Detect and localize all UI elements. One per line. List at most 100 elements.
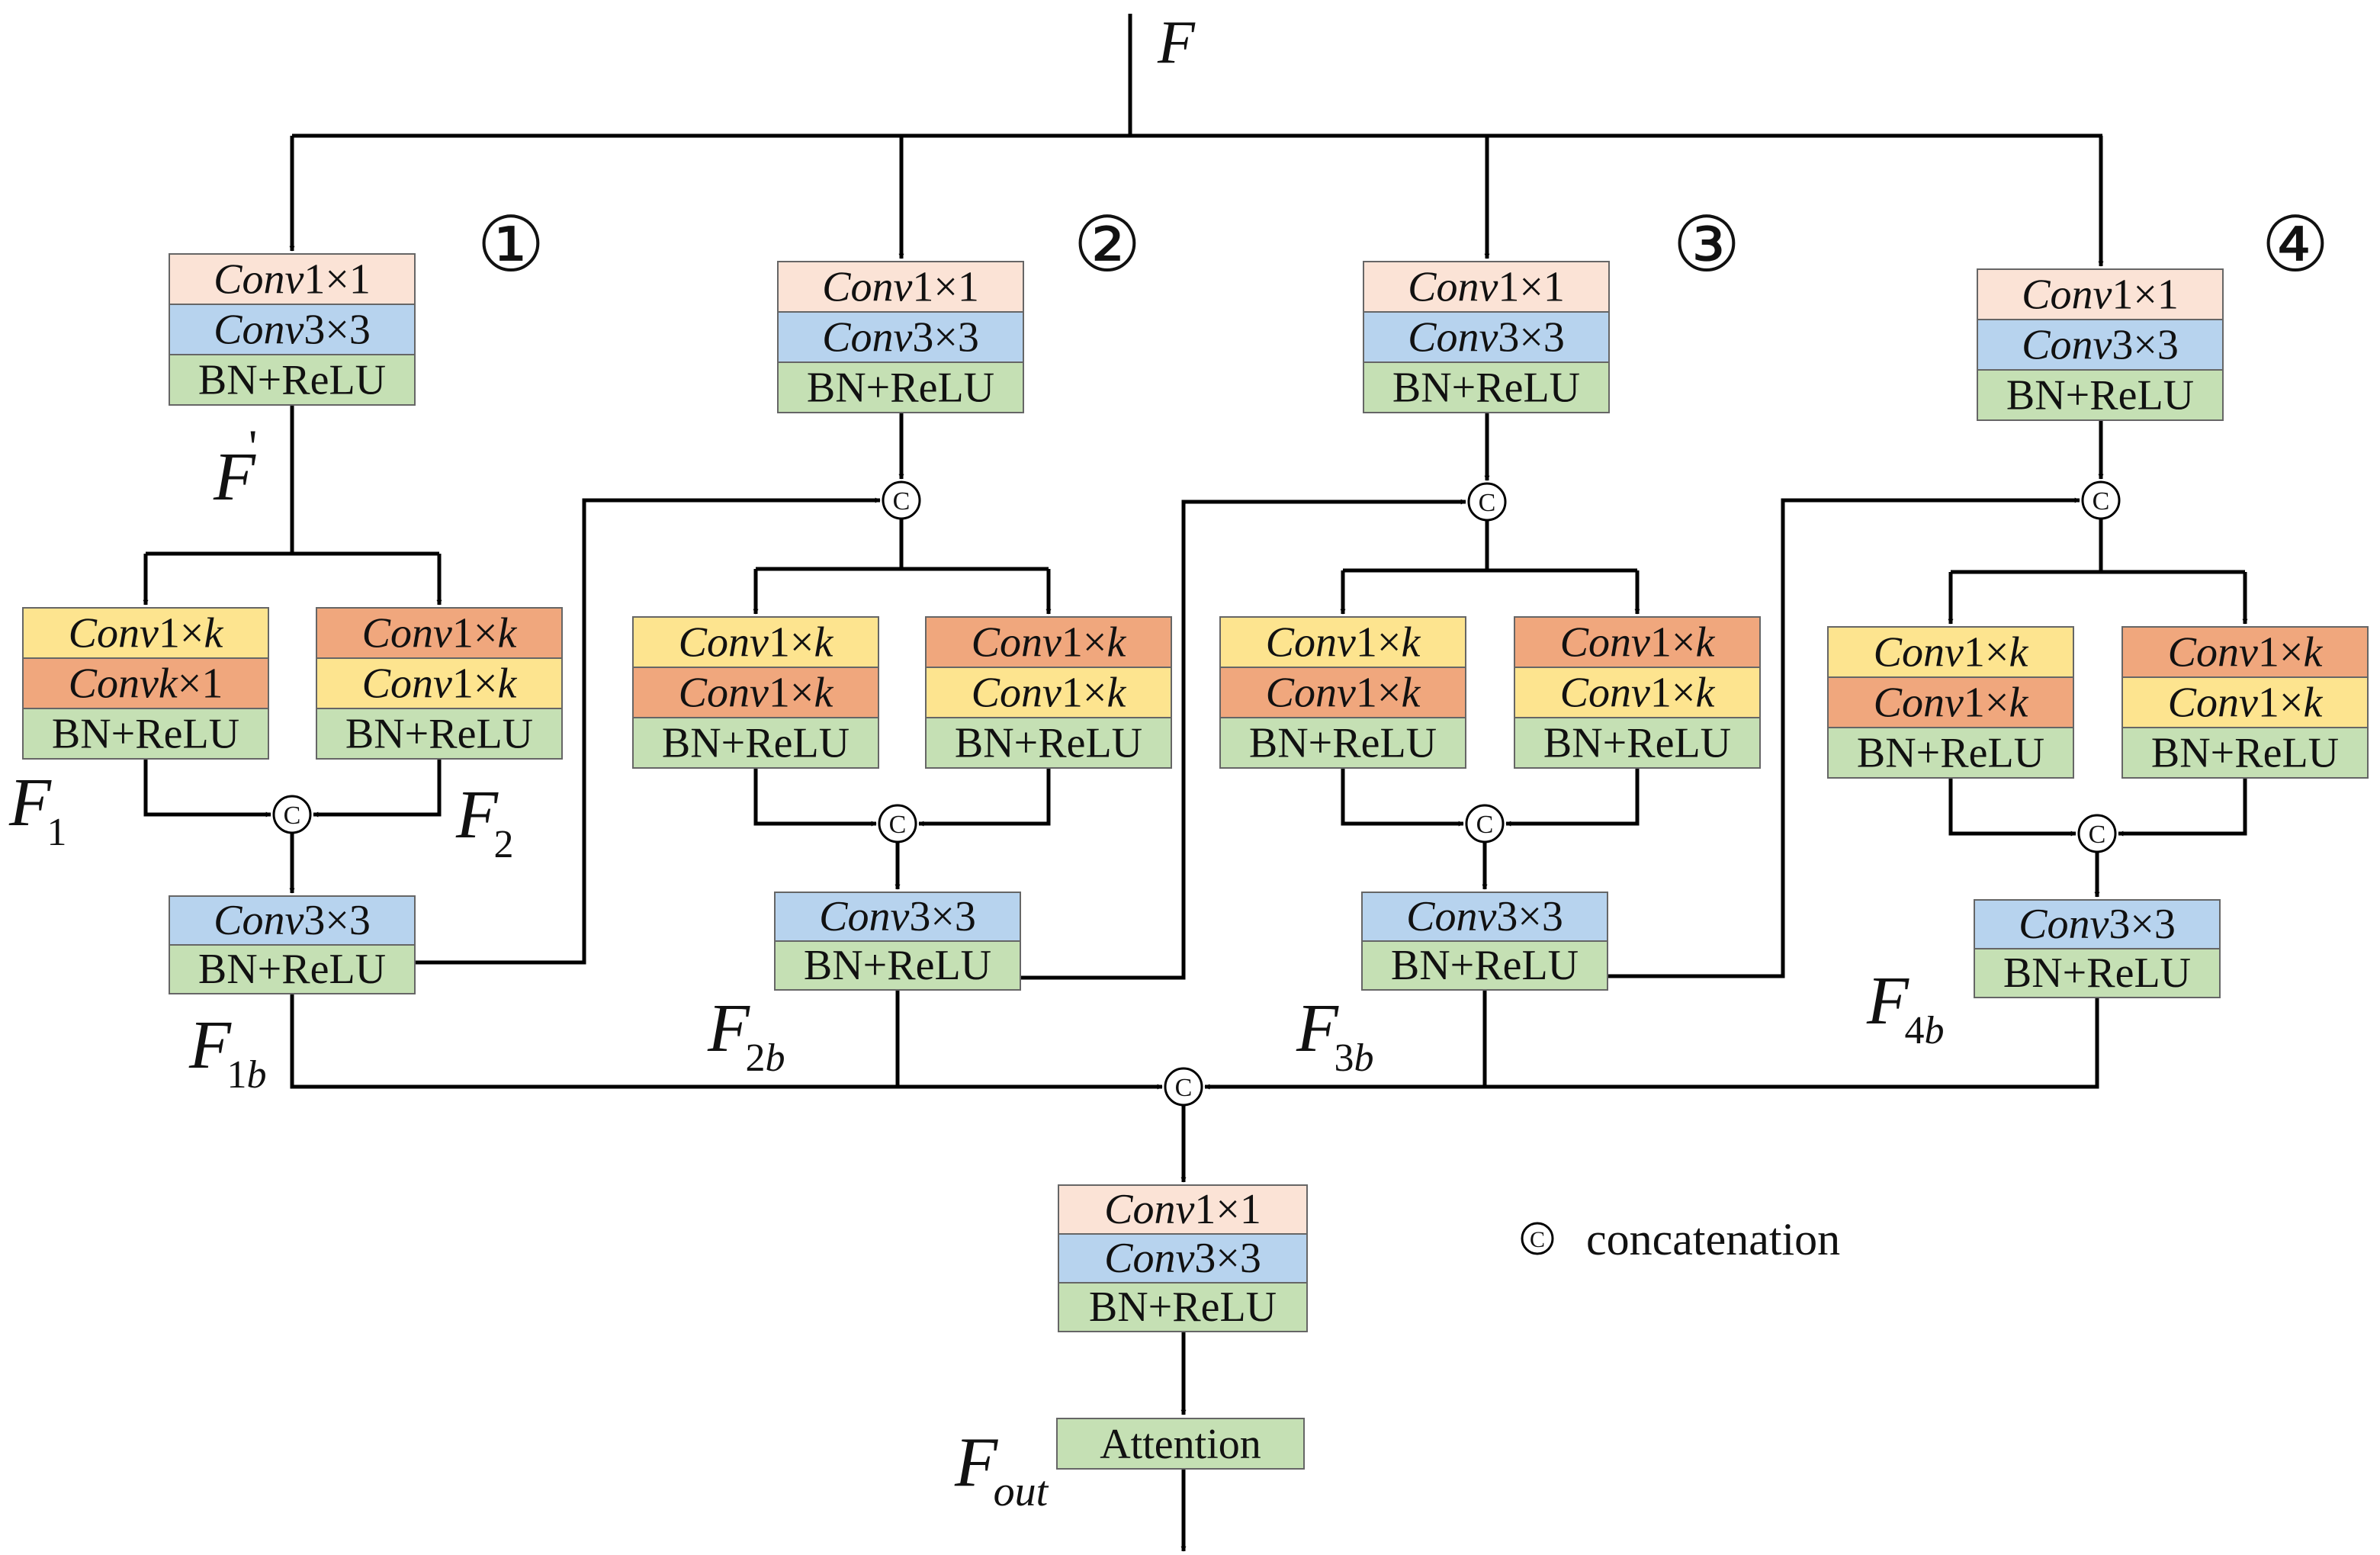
legend-text: concatenation <box>1586 1214 1840 1264</box>
merge-left <box>1948 778 2076 837</box>
layer-label: Conv3×3 <box>214 897 371 944</box>
layer-box <box>1219 616 1466 668</box>
svg-text:F: F <box>707 991 750 1066</box>
layer-box <box>1977 268 2224 320</box>
svg-text:out: out <box>994 1468 1049 1515</box>
merge-right <box>313 759 442 818</box>
layer-label: Conv1×k <box>1874 628 2029 676</box>
layer-box <box>316 607 563 659</box>
skip-connection <box>415 497 881 965</box>
output-label-f1b: F1b <box>188 1007 267 1097</box>
layer-label: Conv1×k <box>2168 679 2324 726</box>
module-3-merge-concat: C <box>1465 804 1505 843</box>
layer-label: Conv3×3 <box>1406 893 1563 940</box>
layer-box <box>1363 261 1610 313</box>
layer-box <box>22 708 269 760</box>
layer-label: BN+ReLU <box>345 710 533 757</box>
layer-box <box>169 253 416 305</box>
module-4-fuse-block: Conv3×3BN+ReLU <box>1974 899 2221 998</box>
layer-label: BN+ReLU <box>2003 949 2191 997</box>
layer-box <box>2121 727 2369 779</box>
module-2-merge-concat: C <box>878 804 917 843</box>
svg-text:F: F <box>213 439 256 515</box>
layer-label: Conv3×3 <box>2022 321 2179 368</box>
skip-connection <box>1608 497 2080 978</box>
layer-box <box>169 304 416 355</box>
svg-text:F: F <box>188 1007 232 1083</box>
merge-left <box>143 759 271 818</box>
layer-box <box>632 667 879 718</box>
layer-label: BN+ReLU <box>2151 729 2339 776</box>
svg-text:': ' <box>249 420 257 474</box>
svg-text:2b: 2b <box>746 1036 785 1080</box>
svg-text:1b: 1b <box>227 1053 267 1097</box>
layer-box <box>1827 676 2074 728</box>
layer-box <box>1361 940 1608 991</box>
merge-right <box>1505 768 1640 827</box>
module-4-input-concat: C <box>2081 480 2121 520</box>
layer-box <box>316 708 563 760</box>
merge-right <box>2118 778 2247 837</box>
layer-label: Conv1×1 <box>2022 271 2179 318</box>
layer-label: Conv1×1 <box>822 263 979 310</box>
layer-label: BN+ReLU <box>1543 719 1731 766</box>
layer-label: BN+ReLU <box>662 719 850 766</box>
layer-label: Conv1×k <box>972 669 1127 716</box>
module-number: ③ <box>1672 203 1741 288</box>
module-2-fuse-block: Conv3×3BN+ReLU <box>774 892 1021 991</box>
collect-bus-right <box>1204 998 2099 1090</box>
svg-text:F: F <box>8 765 52 840</box>
layer-box <box>1058 1282 1308 1332</box>
input-label: F <box>1157 9 1196 76</box>
layer-label: Conv1×k <box>972 618 1127 666</box>
layer-label: Conv1×k <box>679 618 834 666</box>
module-1-merge-concat: C <box>272 795 312 834</box>
layer-label: Conv1×k <box>362 660 518 707</box>
layer-label: Conv1×k <box>1266 669 1421 716</box>
layer-box <box>1977 369 2224 421</box>
layer-box <box>1363 311 1610 363</box>
layer-label: Conv1×k <box>2168 628 2324 676</box>
layer-label: Conv1×k <box>1874 679 2029 726</box>
attention-label: Attention <box>1100 1421 1261 1468</box>
layer-label: Conv1×k <box>362 609 518 657</box>
attention-block: Attention <box>1056 1418 1305 1470</box>
svg-text:3b: 3b <box>1335 1036 1374 1080</box>
concat-symbol: C <box>1476 811 1494 839</box>
layer-box <box>1219 667 1466 718</box>
layer-label: Conv3×3 <box>214 306 371 353</box>
layer-box <box>1977 319 2224 371</box>
concat-symbol: C <box>2093 487 2110 516</box>
svg-text:F: F <box>455 777 499 853</box>
layer-label: Conv3×3 <box>1104 1235 1261 1282</box>
concat-symbol: C <box>284 802 301 830</box>
layer-label: Conv1×k <box>1560 618 1716 666</box>
layer-label: BN+ReLU <box>1392 364 1580 411</box>
layer-label: Conv1×1 <box>214 255 371 303</box>
output-label-f3b: F3b <box>1296 991 1374 1080</box>
layer-box <box>632 717 879 769</box>
layer-label: Conv3×3 <box>1408 313 1565 361</box>
layer-label: Convk×1 <box>69 660 223 707</box>
layer-label: Conv1×1 <box>1408 263 1565 310</box>
layer-box <box>169 895 416 946</box>
layer-label: BN+ReLU <box>1249 719 1437 766</box>
module-number: ① <box>477 203 545 288</box>
layer-label: BN+ReLU <box>807 364 994 411</box>
attention-box <box>1056 1418 1305 1470</box>
module-2-input-concat: C <box>882 480 921 520</box>
layer-box <box>1514 717 1761 769</box>
layer-box <box>22 657 269 709</box>
